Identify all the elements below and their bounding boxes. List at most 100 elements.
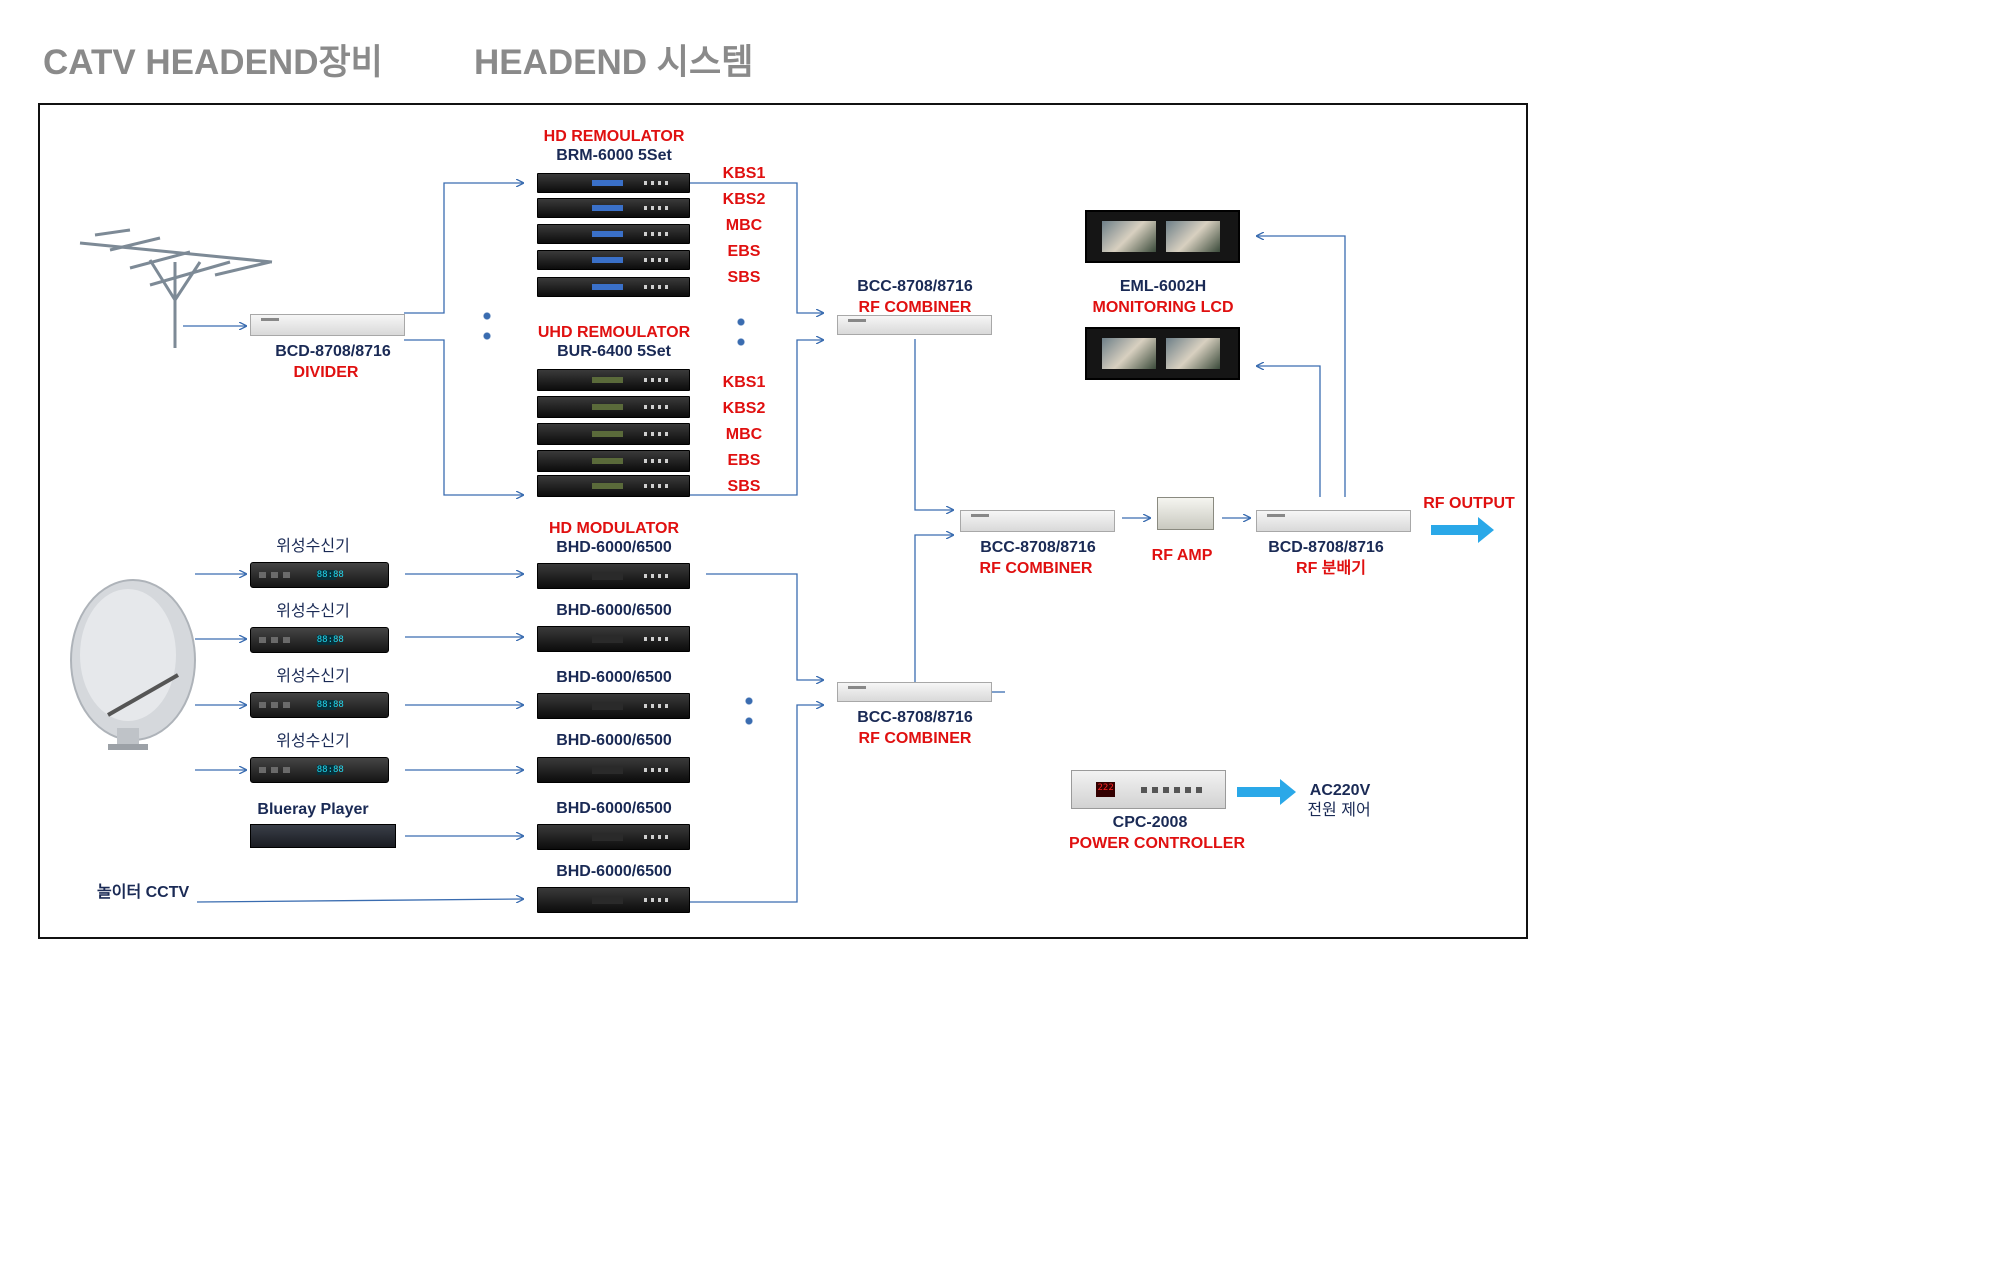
hd-remod-unit-3 [537, 224, 690, 244]
uhd-channel-label: KBS2 [722, 400, 766, 417]
continuation-dots [737, 312, 745, 354]
power-name-label: POWER CONTROLLER [1069, 835, 1245, 852]
cctv-label: 놀이터 CCTV [97, 884, 190, 901]
modulator-model-label: BHD-6000/6500 [556, 602, 672, 619]
divider-model-label: BCD-8708/8716 [275, 343, 391, 360]
hd-remod-unit-2 [537, 198, 690, 218]
rf-output-arrow [1431, 517, 1494, 543]
rf-amp-label: RF AMP [1151, 547, 1213, 564]
hd-remod-unit-1 [537, 173, 690, 193]
hd-modulator-title: HD MODULATOR [548, 520, 680, 537]
hd-channel-label: MBC [725, 217, 763, 234]
modulator-model-label: BHD-6000/6500 [556, 800, 672, 817]
modulator-unit-2 [537, 626, 690, 652]
continuation-dots [483, 306, 491, 348]
hd-channel-label: KBS2 [722, 191, 766, 208]
modulator-model-label: BHD-6000/6500 [556, 732, 672, 749]
bottom-combiner-model: BCC-8708/8716 [857, 709, 973, 726]
connection-lines [70, 0, 1494, 993]
page-title-left: CATV HEADEND장비 [43, 43, 383, 82]
top-combiner-device [837, 315, 992, 335]
receiver-display: 88:88 [316, 765, 344, 776]
modulator-unit-5 [537, 824, 690, 850]
modulator-model-label: BHD-6000/6500 [556, 863, 672, 880]
uhd-remod-to-combiner-line [690, 340, 823, 496]
satellite-dish-icon [70, 579, 196, 750]
power-out-arrow [1237, 779, 1296, 805]
bluray-player-device [250, 824, 396, 848]
monitoring-lcd-1 [1085, 210, 1240, 263]
page-title-right: HEADEND 시스템 [474, 43, 754, 82]
uhd-channel-label: EBS [727, 452, 761, 469]
rf-amp-device [1157, 497, 1214, 530]
modulator-unit-3 [537, 693, 690, 719]
divider-to-uhd-remod-line [404, 339, 523, 495]
cctv-out-line [196, 899, 523, 902]
uhd-remod-title: UHD REMOULATOR [537, 324, 691, 341]
diagram-frame [38, 103, 1528, 939]
top-combiner-model: BCC-8708/8716 [857, 278, 973, 295]
uhd-channel-label: MBC [725, 426, 763, 443]
splitter-device [1256, 510, 1411, 532]
monitoring-lcd-2 [1085, 327, 1240, 380]
continuation-dots [745, 691, 753, 733]
modulator-unit-4 [537, 757, 690, 783]
receiver-label: 위성수신기 [276, 603, 350, 620]
splitter-name: RF 분배기 [1296, 560, 1366, 577]
divider-to-hd-remod-line [404, 183, 523, 314]
hd-channel-label: SBS [727, 269, 761, 286]
monitor-model-label: EML-6002H [1119, 278, 1207, 295]
bottom-combiner-device [837, 682, 992, 702]
main-combiner-device [960, 510, 1115, 532]
uhd-remod-unit-5 [537, 475, 690, 497]
hd-remod-unit-5 [537, 277, 690, 297]
uhd-channel-label: KBS1 [722, 374, 766, 391]
uhd-channel-label: SBS [727, 478, 761, 495]
hd-remod-model: BRM-6000 5Set [556, 147, 672, 164]
satellite-receiver-4: 88:88 [250, 757, 389, 783]
uhd-remod-model: BUR-6400 5Set [557, 343, 671, 360]
power-controller-device: 222 [1071, 770, 1226, 809]
receiver-display: 88:88 [316, 635, 344, 646]
top-combiner-to-main-line [914, 339, 953, 510]
divider-device [250, 314, 405, 336]
satellite-receiver-3: 88:88 [250, 692, 389, 718]
hd-channel-label: KBS1 [722, 165, 766, 182]
rf-output-label: RF OUTPUT [1423, 495, 1515, 512]
bluray-label: Blueray Player [257, 801, 369, 818]
monitor-name-label: MONITORING LCD [1092, 299, 1234, 316]
modulator-model-label: BHD-6000/6500 [556, 539, 672, 556]
uhd-remod-unit-3 [537, 423, 690, 445]
receiver-label: 위성수신기 [276, 733, 350, 750]
receiver-display: 88:88 [316, 570, 344, 581]
top-combiner-name: RF COMBINER [858, 299, 972, 316]
uhd-remod-unit-4 [537, 450, 690, 472]
modulators-to-combiner-bottom-line [690, 705, 823, 903]
power-out-label: 전원 제어 [1307, 802, 1371, 819]
main-combiner-name: RF COMBINER [979, 560, 1093, 577]
bottom-combiner-name: RF COMBINER [858, 730, 972, 747]
hd-remod-title: HD REMOULATOR [543, 128, 685, 145]
divider-name-label: DIVIDER [293, 364, 359, 381]
splitter-model: BCD-8708/8716 [1268, 539, 1384, 556]
modulator-unit-1 [537, 563, 690, 589]
satellite-receiver-1: 88:88 [250, 562, 389, 588]
power-voltage-label: AC220V [1309, 782, 1371, 799]
receiver-label: 위성수신기 [276, 668, 350, 685]
splitter-to-monitor-bottom-line [1257, 366, 1321, 497]
power-display: 222 [1096, 782, 1115, 797]
splitter-to-monitor-top-line [1257, 236, 1346, 497]
hd-remod-to-combiner-line [690, 182, 823, 313]
power-model-label: CPC-2008 [1112, 814, 1188, 831]
uhd-remod-unit-2 [537, 396, 690, 418]
main-combiner-model: BCC-8708/8716 [980, 539, 1096, 556]
uhd-remod-unit-1 [537, 369, 690, 391]
hd-remod-unit-4 [537, 250, 690, 270]
modulators-to-combiner-top-line [706, 573, 823, 680]
modulator-unit-6 [537, 887, 690, 913]
receiver-display: 88:88 [316, 700, 344, 711]
bottom-combiner-to-main-line [914, 535, 953, 682]
tv-antenna-icon [79, 228, 273, 348]
modulator-model-label: BHD-6000/6500 [556, 669, 672, 686]
hd-channel-label: EBS [727, 243, 761, 260]
